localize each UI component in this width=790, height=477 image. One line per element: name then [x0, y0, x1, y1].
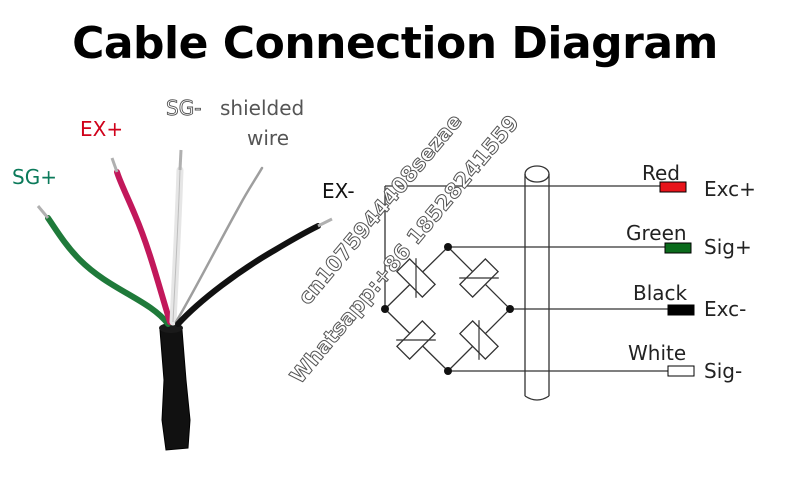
swatch-red: [659, 181, 687, 193]
label-wire: wire: [247, 126, 289, 150]
red-wire: [114, 169, 173, 325]
label-sg-plus: SG+: [12, 165, 57, 189]
node-right: [506, 305, 514, 313]
black-wire: [175, 223, 321, 327]
resistor-top-left: [395, 257, 437, 299]
terminal-signal-sig-minus: Sig-: [704, 359, 742, 383]
red-wire-tip: [110, 157, 119, 173]
swatch-white: [667, 365, 695, 377]
white-wire-edge: [172, 169, 181, 323]
resistor-bottom-right: [458, 319, 500, 361]
terminal-signal-exc-plus: Exc+: [704, 177, 756, 201]
terminal-color-white: White: [628, 341, 686, 365]
terminal-color-red: Red: [642, 161, 680, 185]
cable-shield-symbol: [524, 165, 550, 401]
black-wire-tip: [317, 217, 333, 228]
label-shielded: shielded: [220, 96, 304, 120]
node-bottom: [444, 367, 452, 375]
terminal-signal-exc-minus: Exc-: [704, 297, 746, 321]
label-ex-minus: EX-: [322, 179, 355, 203]
white-wire-tip: [178, 149, 183, 171]
page-title: Cable Connection Diagram: [72, 18, 718, 69]
swatch-black: [667, 304, 695, 316]
node-left: [381, 305, 389, 313]
terminal-color-black: Black: [633, 281, 688, 305]
terminal-signal-sig-plus: Sig+: [704, 235, 752, 259]
cable-illustration: [36, 149, 333, 451]
terminal-color-green: Green: [626, 221, 687, 245]
label-sg-minus: SG-: [166, 96, 201, 120]
resistor-bottom-left: [395, 319, 437, 361]
green-wire-tip: [36, 205, 50, 219]
green-wire: [45, 215, 171, 327]
resistor-top-right: [458, 257, 500, 299]
swatch-green: [664, 242, 692, 254]
label-ex-plus: EX+: [80, 117, 123, 141]
node-top: [444, 243, 452, 251]
shield-wire: [174, 166, 264, 324]
cable-jacket: [159, 329, 191, 451]
